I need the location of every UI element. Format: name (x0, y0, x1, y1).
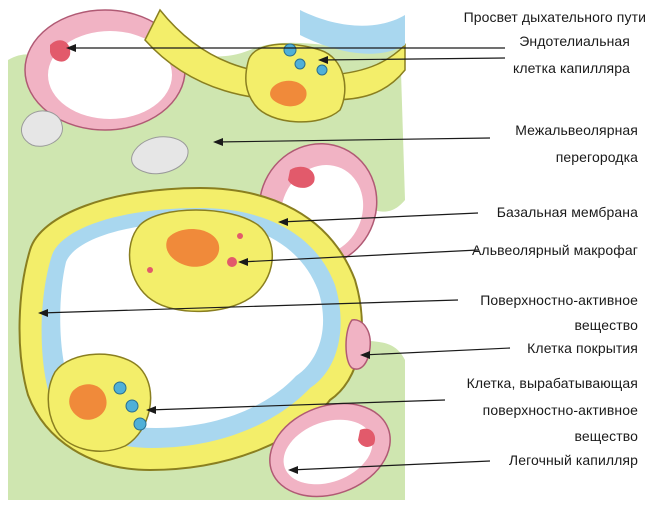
label-surfactant-line1: Поверхностно-активное (480, 292, 638, 308)
label-septum-line2: перегородка (556, 149, 638, 165)
label-endothelial-line1: Эндотелиальная (519, 33, 630, 49)
label-secreting-line3: вещество (575, 428, 639, 444)
macrophage-cell (130, 210, 273, 311)
covering-cell (346, 320, 370, 369)
label-septum-line1: Межальвеолярная (515, 122, 638, 138)
label-secreting-line2: поверхностно-активное (483, 402, 638, 418)
label-basal-membrane: Базальная мембрана (497, 204, 638, 220)
label-endothelial-line2: клетка капилляра (513, 60, 630, 76)
label-secreting-line1: Клетка, вырабатывающая (467, 375, 638, 391)
label-macrophage: Альвеолярный макрофаг (472, 242, 638, 258)
label-capillary: Легочный капилляр (509, 452, 638, 468)
label-surfactant-line2: вещество (575, 317, 639, 333)
label-airway-lumen: Просвет дыхательного пути (464, 9, 646, 25)
secreting-cell (48, 354, 150, 451)
label-covering-cell: Клетка покрытия (527, 340, 638, 356)
endothelial-cell (246, 44, 345, 122)
